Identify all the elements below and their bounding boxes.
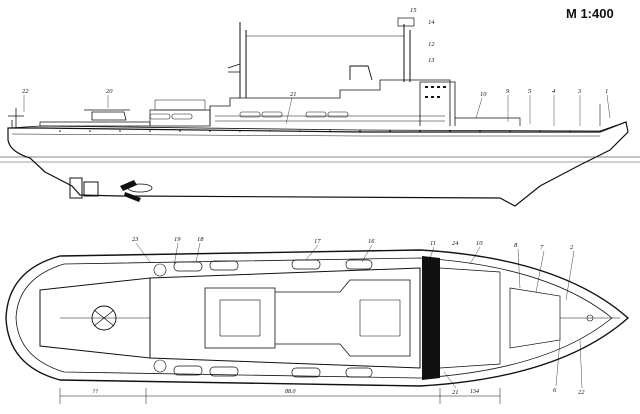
callout-6: 6 <box>553 387 557 394</box>
callout-8: 8 <box>514 242 518 249</box>
callout-2: 2 <box>570 244 574 251</box>
callout-10: 10 <box>480 91 487 98</box>
callout-24: 24 <box>452 240 459 247</box>
callout-10: 10 <box>476 240 483 247</box>
scale-label: M 1:400 <box>566 6 614 21</box>
aft-deckhouse <box>39 121 151 127</box>
callout-22: 22 <box>22 88 29 95</box>
plan-anchor-windlass <box>586 314 594 322</box>
callout-3: 3 <box>577 88 582 95</box>
side-callouts: 22 20 21 15 14 12 13 10 9 5 4 3 1 <box>22 7 611 126</box>
callout-4: 4 <box>552 88 556 95</box>
plan-foredeck-house <box>509 287 561 349</box>
side-elevation <box>0 17 640 207</box>
aft-mast <box>239 22 247 98</box>
plan-funnel-casing <box>359 299 401 337</box>
callout-19: 19 <box>174 236 181 243</box>
helicopter <box>84 109 130 121</box>
callout-23: 23 <box>132 236 139 243</box>
plan-bridge <box>422 256 440 380</box>
callout-9: 9 <box>506 88 510 95</box>
hull-outline <box>7 121 629 207</box>
forecastle-deckhouse <box>455 117 521 126</box>
callout-7: 7 <box>540 244 544 251</box>
callout-17: 17 <box>314 238 321 245</box>
lifeboats-side <box>149 111 349 120</box>
callout-22: 22 <box>578 389 585 396</box>
callout-14: 14 <box>428 19 435 26</box>
callout-21: 21 <box>452 389 459 396</box>
propeller <box>120 180 141 202</box>
callout-18: 18 <box>197 236 204 243</box>
plan-lifeboats-top <box>173 259 373 272</box>
plan-superstructure <box>149 267 421 369</box>
bridge <box>419 81 456 126</box>
dim-fore: 134 <box>470 388 479 395</box>
hangar-roof <box>154 99 206 111</box>
callout-21: 21 <box>290 91 297 98</box>
callout-11: 11 <box>430 240 436 247</box>
plan-forward-house <box>439 267 501 369</box>
dim-mid: 88.0 <box>285 389 296 395</box>
deck-line <box>9 121 627 132</box>
fore-mast <box>403 24 411 82</box>
superstructure <box>209 79 451 126</box>
rudder <box>69 177 99 199</box>
dimension-lines <box>59 388 501 404</box>
deck-plan: ?? 88.0 134 <box>5 249 630 404</box>
hangar <box>149 109 211 127</box>
radar-platform <box>397 17 415 27</box>
plan-capstan-bottom <box>153 359 167 373</box>
callout-15: 15 <box>410 7 417 14</box>
bridge-windows <box>425 86 446 98</box>
superstructure-decks <box>215 115 445 122</box>
propeller-shaft <box>127 183 153 193</box>
callout-5: 5 <box>528 88 532 95</box>
rubbing-strake <box>11 133 600 137</box>
plan-deckhouse <box>275 279 411 357</box>
plan-callouts: 23 19 18 17 16 11 24 10 8 7 2 6 22 21 <box>132 236 585 396</box>
plan-capstan-top <box>153 263 167 277</box>
callout-13: 13 <box>428 57 435 64</box>
funnel <box>349 65 373 81</box>
dim-aft: ?? <box>92 389 98 395</box>
plan-lifeboats-bottom <box>173 365 373 378</box>
deck-plan-hull <box>5 249 630 387</box>
stern-mast <box>8 108 24 128</box>
callout-20: 20 <box>106 88 113 95</box>
callout-16: 16 <box>368 238 375 245</box>
cargo-boom <box>227 63 241 73</box>
plan-hangar <box>204 287 276 349</box>
portholes <box>59 130 571 132</box>
callout-12: 12 <box>428 41 435 48</box>
callout-1: 1 <box>605 88 608 95</box>
